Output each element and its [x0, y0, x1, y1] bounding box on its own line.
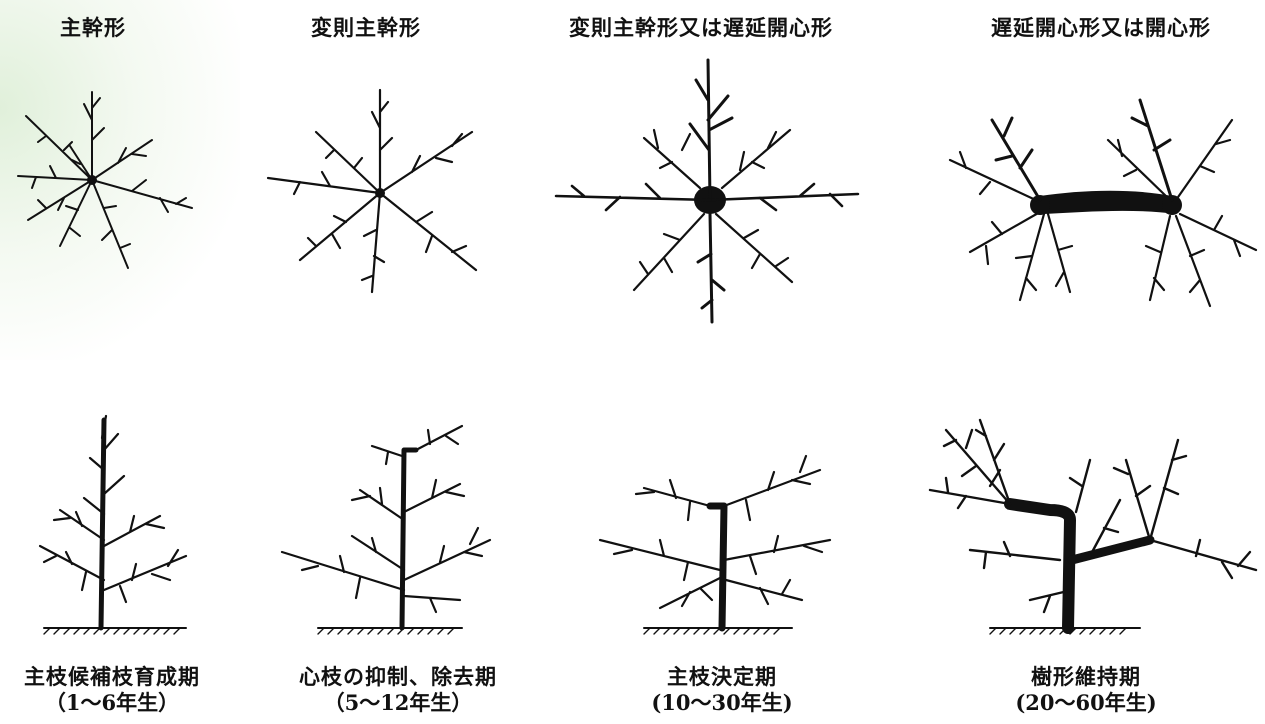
stage-name-2: 心枝の抑制、除去期: [299, 664, 497, 689]
stage-years-3: (10～30年生): [651, 690, 793, 715]
stage-years-4: (20～60年生): [1015, 690, 1157, 715]
ground-lines: [43, 627, 1141, 635]
stage-label-2: 心枝の抑制、除去期 （5～12年生）: [299, 664, 497, 716]
stage-years-1: （1～6年生）: [44, 690, 180, 715]
stage-label-3: 主枝決定期 (10～30年生): [651, 664, 792, 716]
stage-name-1: 主枝候補枝育成期: [24, 664, 200, 689]
tree-topview-central-leader: [17, 91, 193, 269]
top-view-title-3: 変則主幹形又は遅延開心形: [569, 15, 833, 40]
tree-sideview-stage-2: [280, 424, 492, 631]
top-view-title-1: 主幹形: [60, 15, 126, 40]
tree-topview-modified-leader: [266, 88, 478, 294]
tree-topview-open-center: [948, 98, 1258, 308]
tree-topview-delayed-open: [554, 58, 860, 324]
stage-label-4: 樹形維持期 (20～60年生): [1015, 664, 1156, 716]
tree-sideview-stage-1: [38, 414, 188, 631]
tree-sideview-stage-4: [928, 418, 1258, 634]
stage-years-2: （5～12年生）: [323, 690, 473, 715]
stage-name-4: 樹形維持期: [1030, 664, 1141, 689]
tree-sideview-stage-3: [598, 454, 832, 632]
top-view-title-2: 変則主幹形: [311, 15, 421, 40]
stage-label-1: 主枝候補枝育成期 （1～6年生）: [24, 664, 200, 716]
top-view-title-4: 遅延開心形又は開心形: [991, 15, 1211, 40]
stage-name-3: 主枝決定期: [666, 664, 777, 689]
